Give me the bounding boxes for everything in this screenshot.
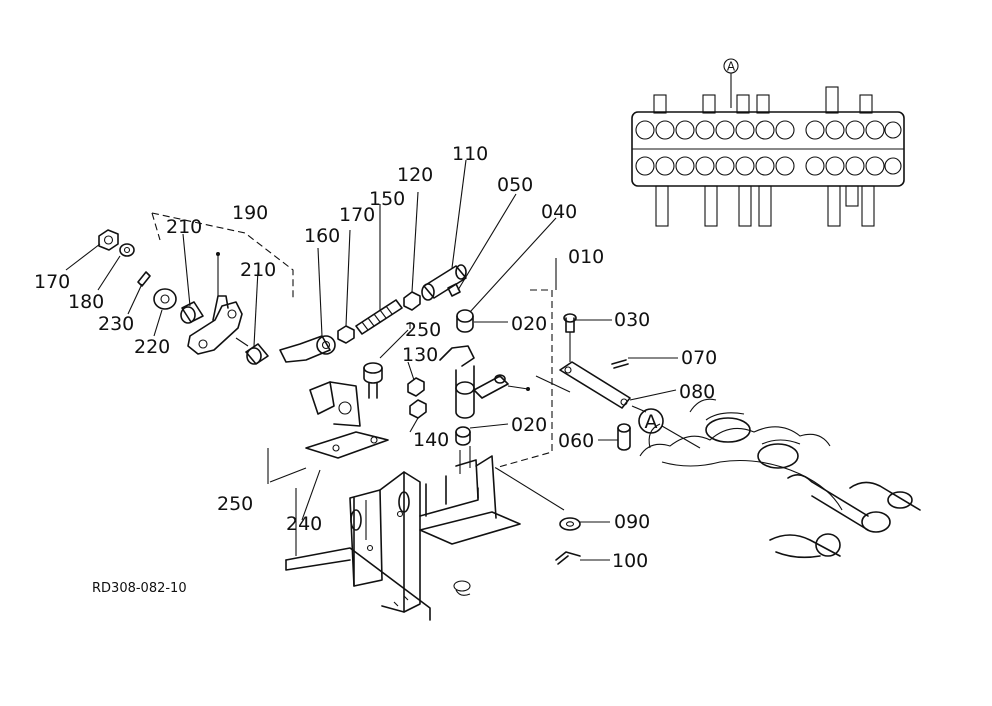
- mounting-frame: [285, 446, 521, 621]
- linkage-right: [535, 313, 631, 565]
- callout-130: 130: [402, 344, 438, 366]
- callout-190: 190: [232, 202, 268, 224]
- callout-040: 040: [541, 201, 577, 223]
- callout-100: 100: [612, 550, 648, 572]
- callout-170: 170: [339, 204, 375, 226]
- callout-140: 140: [413, 429, 449, 451]
- leader-lines: [65, 159, 701, 561]
- valve-inset: A: [631, 58, 905, 227]
- callout-120: 120: [397, 164, 433, 186]
- callout-020: 020: [511, 414, 547, 436]
- callout-010: 010: [568, 246, 604, 268]
- callout-080: 080: [679, 381, 715, 403]
- drawing-reference: RD308-082-10: [92, 581, 187, 596]
- callout-210: 210: [166, 216, 202, 238]
- callout-110: 110: [452, 143, 488, 165]
- group-outlines: [151, 212, 553, 469]
- view-marker-label: A: [645, 411, 658, 433]
- callout-090: 090: [614, 511, 650, 533]
- callout-070: 070: [681, 347, 717, 369]
- callout-170: 170: [34, 271, 70, 293]
- callout-060: 060: [558, 430, 594, 452]
- callout-250: 250: [405, 319, 441, 341]
- lever-assembly: [305, 283, 530, 459]
- callout-210: 210: [240, 259, 276, 281]
- callout-160: 160: [304, 225, 340, 247]
- callout-180: 180: [68, 291, 104, 313]
- callout-150: 150: [369, 188, 405, 210]
- callout-020: 020: [511, 313, 547, 335]
- valve-sketch: [639, 398, 921, 559]
- callout-250: 250: [217, 493, 253, 515]
- callout-050: 050: [497, 174, 533, 196]
- callout-240: 240: [286, 513, 322, 535]
- callout-030: 030: [614, 309, 650, 331]
- callout-220: 220: [134, 336, 170, 358]
- callout-230: 230: [98, 313, 134, 335]
- inset-view-marker-label: A: [727, 60, 736, 74]
- callout-labels: 110 050 040 120 150 170 160 190 210 210 …: [34, 143, 717, 572]
